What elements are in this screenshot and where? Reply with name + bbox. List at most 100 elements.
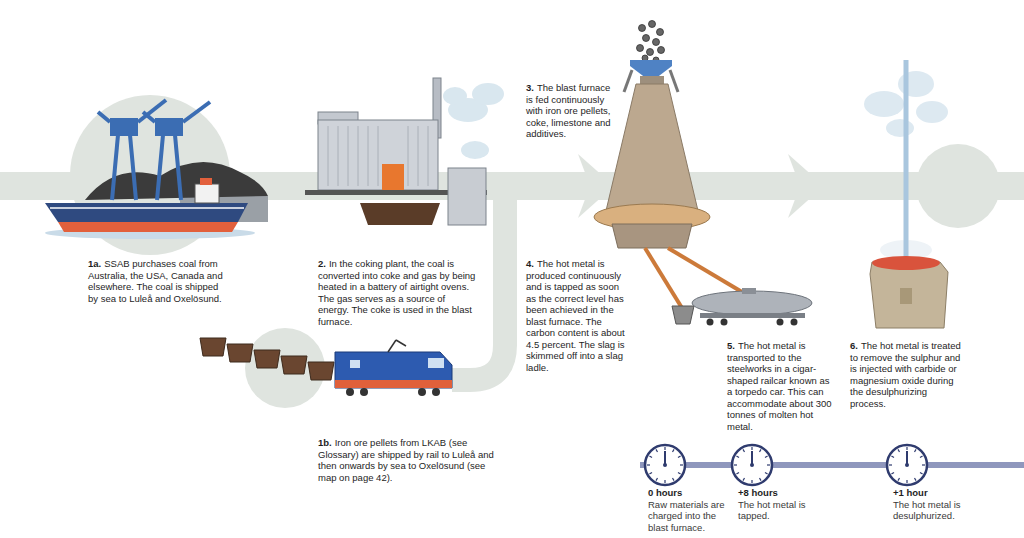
crane-cab xyxy=(110,118,183,136)
desulphurizing-ladle xyxy=(900,288,912,304)
clock xyxy=(898,449,900,452)
crane xyxy=(175,135,181,200)
clock xyxy=(906,451,908,465)
pellets xyxy=(637,21,665,64)
blast-furnace xyxy=(668,248,742,292)
step-text: 5.The hot metal is transported to the st… xyxy=(727,340,835,432)
torpedo-car xyxy=(721,319,728,326)
pellets xyxy=(639,25,646,32)
oven-wall xyxy=(418,126,419,186)
clock xyxy=(743,449,745,452)
clock xyxy=(663,463,667,467)
train xyxy=(335,380,452,388)
clock xyxy=(673,478,675,481)
crane xyxy=(98,100,210,200)
blast-furnace xyxy=(670,70,678,92)
train xyxy=(200,338,452,396)
ship xyxy=(195,184,219,203)
time-label: +8 hours xyxy=(738,487,815,499)
clock xyxy=(664,480,665,483)
time-caption: Raw materials are charged into the blast… xyxy=(648,499,730,534)
clock xyxy=(736,456,739,458)
clock xyxy=(751,447,752,450)
blast-furnace xyxy=(624,70,632,92)
time-caption: The hot metal is desulphurized. xyxy=(893,499,973,522)
step-number: 1b. xyxy=(318,437,332,448)
train xyxy=(360,388,368,396)
clock xyxy=(915,478,917,481)
oven-wall xyxy=(378,126,379,186)
clock xyxy=(891,473,894,475)
clock xyxy=(765,456,768,458)
pellets xyxy=(649,21,656,28)
clock xyxy=(736,473,739,475)
clock xyxy=(751,451,753,465)
clock xyxy=(898,478,900,481)
step-description: SSAB purchases coal from Australia, the … xyxy=(88,258,223,304)
ore-wagon xyxy=(281,356,307,374)
oven-wall xyxy=(428,126,429,186)
crane-cab xyxy=(155,118,183,136)
clock xyxy=(887,445,927,485)
blast-furnace xyxy=(605,84,699,215)
clock xyxy=(645,445,685,485)
step-text: 6.The hot metal is treated to remove the… xyxy=(850,340,962,409)
clock xyxy=(743,478,745,481)
train xyxy=(396,340,406,346)
desulphurizing-ladle xyxy=(870,262,948,328)
pellets xyxy=(657,29,664,36)
crane xyxy=(98,112,110,122)
clock xyxy=(680,464,683,465)
torpedo-car xyxy=(777,319,784,326)
blast-furnace xyxy=(612,224,692,248)
train xyxy=(428,358,444,368)
ship xyxy=(200,178,212,185)
time-label: 0 hours xyxy=(648,487,727,499)
clock xyxy=(649,456,652,458)
ship xyxy=(45,100,268,239)
ore-wagon xyxy=(308,362,334,380)
desulphurizing-ladle xyxy=(864,60,948,328)
step-description: The hot metal is produced continuously a… xyxy=(526,258,625,373)
step-number: 3. xyxy=(526,82,534,93)
train xyxy=(418,388,426,396)
torpedo-car xyxy=(742,288,756,294)
torpedo-car xyxy=(692,288,812,326)
step-description: Iron ore pellets from LKAB (see Glossary… xyxy=(318,437,494,483)
blast-furnace xyxy=(645,248,682,308)
step-description: The blast furnace is fed continuously wi… xyxy=(526,82,611,139)
timeline-note: +8 hoursThe hot metal is tapped. xyxy=(738,487,818,522)
step-number: 2. xyxy=(318,258,326,269)
clock xyxy=(656,478,658,481)
pellets xyxy=(647,49,654,56)
pellets xyxy=(653,39,660,46)
desulphurizing-ladle xyxy=(904,60,909,262)
torpedo-car xyxy=(700,313,805,318)
pellets xyxy=(658,47,665,54)
ship xyxy=(58,222,238,232)
blast-furnace xyxy=(640,76,664,84)
crane-cab xyxy=(110,118,138,136)
desulphurizing-ladle xyxy=(916,101,948,123)
clock xyxy=(732,445,772,485)
clock xyxy=(647,464,650,465)
oven-wall xyxy=(328,126,428,186)
timeline-bar xyxy=(640,462,1024,468)
step-number: 6. xyxy=(850,340,858,351)
clock xyxy=(920,473,923,475)
crane xyxy=(130,135,136,200)
crane xyxy=(183,102,210,122)
blast-furnace xyxy=(672,306,694,324)
torpedo-car xyxy=(692,291,812,315)
oven-wall xyxy=(358,126,359,186)
coking-plant xyxy=(472,83,504,105)
crane xyxy=(112,135,118,200)
clock xyxy=(905,463,909,467)
pellets xyxy=(643,35,650,42)
clock xyxy=(732,445,772,485)
coking-plant xyxy=(382,164,404,190)
train xyxy=(335,352,452,388)
step-text: 3.The blast furnace is fed continuously … xyxy=(526,82,614,140)
oven-wall xyxy=(368,126,369,186)
